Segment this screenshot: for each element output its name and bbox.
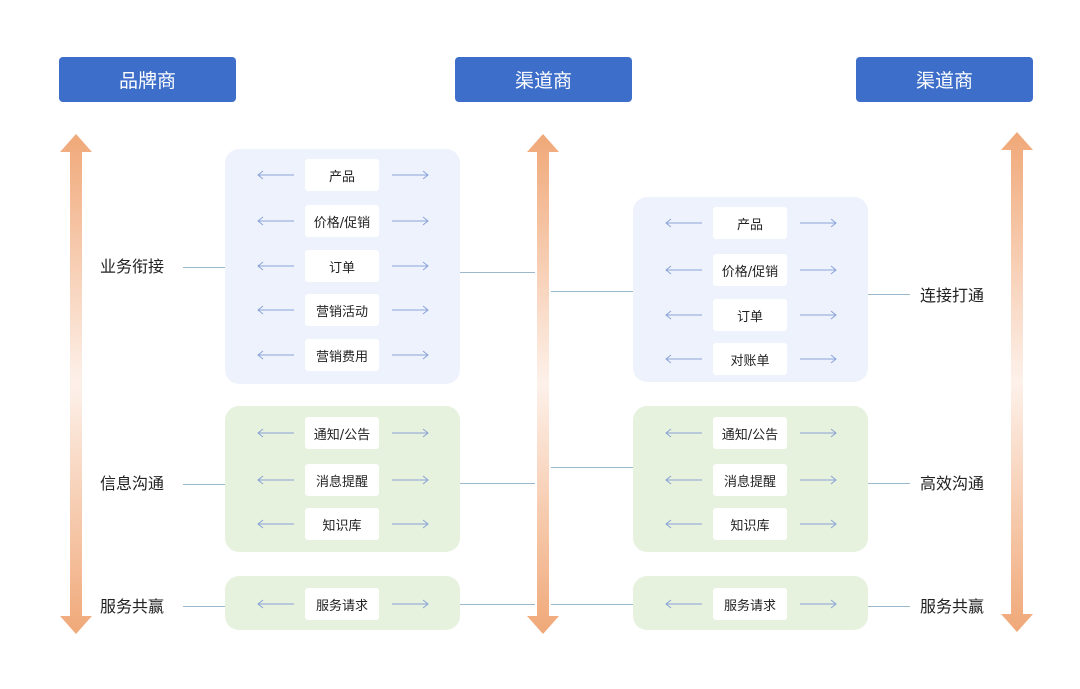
item-box: 营销活动 xyxy=(305,294,379,326)
connector-line xyxy=(460,604,535,605)
arrow-right-icon xyxy=(800,310,837,320)
arrow-right-icon xyxy=(800,354,837,364)
connector-line xyxy=(183,267,225,268)
arrow-left-icon xyxy=(665,354,702,364)
connector-line xyxy=(183,606,225,607)
item-box: 消息提醒 xyxy=(713,464,787,496)
arrow-left-icon xyxy=(665,475,702,485)
connector-line xyxy=(551,604,633,605)
arrow-left-icon xyxy=(665,599,702,609)
item-box: 订单 xyxy=(305,250,379,282)
arrow-left-icon xyxy=(257,305,294,315)
arrow-left-icon xyxy=(257,428,294,438)
arrow-left-icon xyxy=(257,475,294,485)
arrow-left-icon xyxy=(665,519,702,529)
vertical-double-arrow-left xyxy=(60,134,92,634)
arrow-right-icon xyxy=(392,216,429,226)
arrow-right-icon xyxy=(392,599,429,609)
arrow-left-icon xyxy=(665,428,702,438)
connector-line xyxy=(460,483,535,484)
label-efficient-communication: 高效沟通 xyxy=(920,474,985,493)
connector-line xyxy=(460,272,535,273)
arrow-right-icon xyxy=(392,350,429,360)
vertical-double-arrow-middle xyxy=(527,134,559,634)
arrow-right-icon xyxy=(800,599,837,609)
item-box: 营销费用 xyxy=(305,339,379,371)
arrow-right-icon xyxy=(800,475,837,485)
connector-line xyxy=(183,484,225,485)
connector-line xyxy=(868,606,910,607)
item-box: 通知/公告 xyxy=(305,417,379,449)
arrow-right-icon xyxy=(392,261,429,271)
item-box: 通知/公告 xyxy=(713,417,787,449)
arrow-right-icon xyxy=(392,305,429,315)
arrow-left-icon xyxy=(257,261,294,271)
connector-line xyxy=(868,483,910,484)
item-box: 知识库 xyxy=(305,508,379,540)
header-channel-right: 渠道商 xyxy=(856,57,1033,102)
connector-line xyxy=(551,467,633,468)
arrow-left-icon xyxy=(257,519,294,529)
arrow-left-icon xyxy=(665,218,702,228)
arrow-right-icon xyxy=(392,170,429,180)
arrow-left-icon xyxy=(257,216,294,226)
label-service-winwin-right: 服务共赢 xyxy=(920,597,985,616)
item-box: 订单 xyxy=(713,299,787,331)
header-brand: 品牌商 xyxy=(59,57,236,102)
arrow-right-icon xyxy=(392,519,429,529)
arrow-left-icon xyxy=(257,350,294,360)
arrow-left-icon xyxy=(257,599,294,609)
item-box: 价格/促销 xyxy=(713,254,787,286)
item-box: 知识库 xyxy=(713,508,787,540)
item-box: 服务请求 xyxy=(305,588,379,620)
item-box: 价格/促销 xyxy=(305,205,379,237)
arrow-right-icon xyxy=(800,428,837,438)
arrow-right-icon xyxy=(800,519,837,529)
item-box: 对账单 xyxy=(713,343,787,375)
label-connect: 连接打通 xyxy=(920,286,985,305)
arrow-right-icon xyxy=(392,475,429,485)
arrow-right-icon xyxy=(392,428,429,438)
label-service-winwin-left: 服务共赢 xyxy=(100,597,165,616)
header-channel-middle: 渠道商 xyxy=(455,57,632,102)
connector-line xyxy=(551,291,633,292)
arrow-left-icon xyxy=(665,265,702,275)
vertical-double-arrow-right xyxy=(1001,132,1033,632)
arrow-right-icon xyxy=(800,265,837,275)
arrow-right-icon xyxy=(800,218,837,228)
item-box: 产品 xyxy=(713,207,787,239)
arrow-left-icon xyxy=(665,310,702,320)
label-info-communication: 信息沟通 xyxy=(100,474,165,493)
connector-line xyxy=(868,294,910,295)
label-business-link: 业务衔接 xyxy=(100,257,165,276)
item-box: 服务请求 xyxy=(713,588,787,620)
item-box: 消息提醒 xyxy=(305,464,379,496)
arrow-left-icon xyxy=(257,170,294,180)
item-box: 产品 xyxy=(305,159,379,191)
